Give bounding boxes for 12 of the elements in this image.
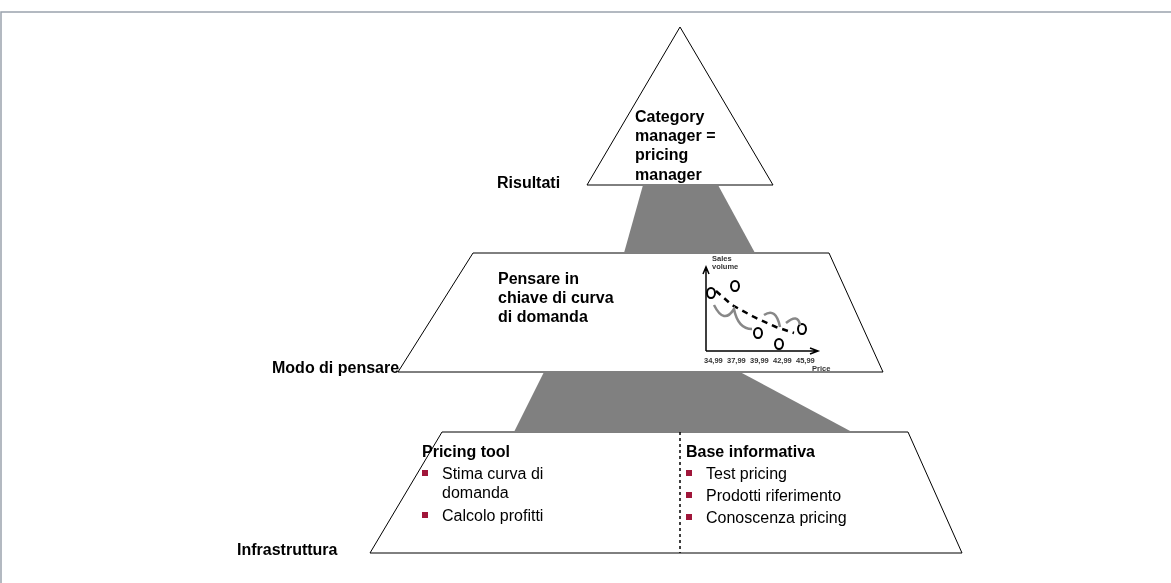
level-label: Modo di pensare xyxy=(272,358,400,378)
node-title: Category manager = pricing manager xyxy=(635,107,717,184)
bullet-item: Test pricing xyxy=(684,464,936,484)
node-title: Pensare in chiave di curva di domanda xyxy=(498,269,615,327)
bullet-item: Calcolo profitti xyxy=(420,506,642,526)
section-heading: Pricing tool xyxy=(422,442,511,462)
bullet-item: Stima curva di domanda xyxy=(420,464,612,503)
bullet-item: Prodotti riferimento xyxy=(684,486,936,506)
level-label: Risultati xyxy=(497,173,561,193)
level-label: Infrastruttura xyxy=(237,540,338,560)
bullet-item: Conoscenza pricing xyxy=(684,508,936,528)
section-heading: Base informativa xyxy=(686,442,816,462)
